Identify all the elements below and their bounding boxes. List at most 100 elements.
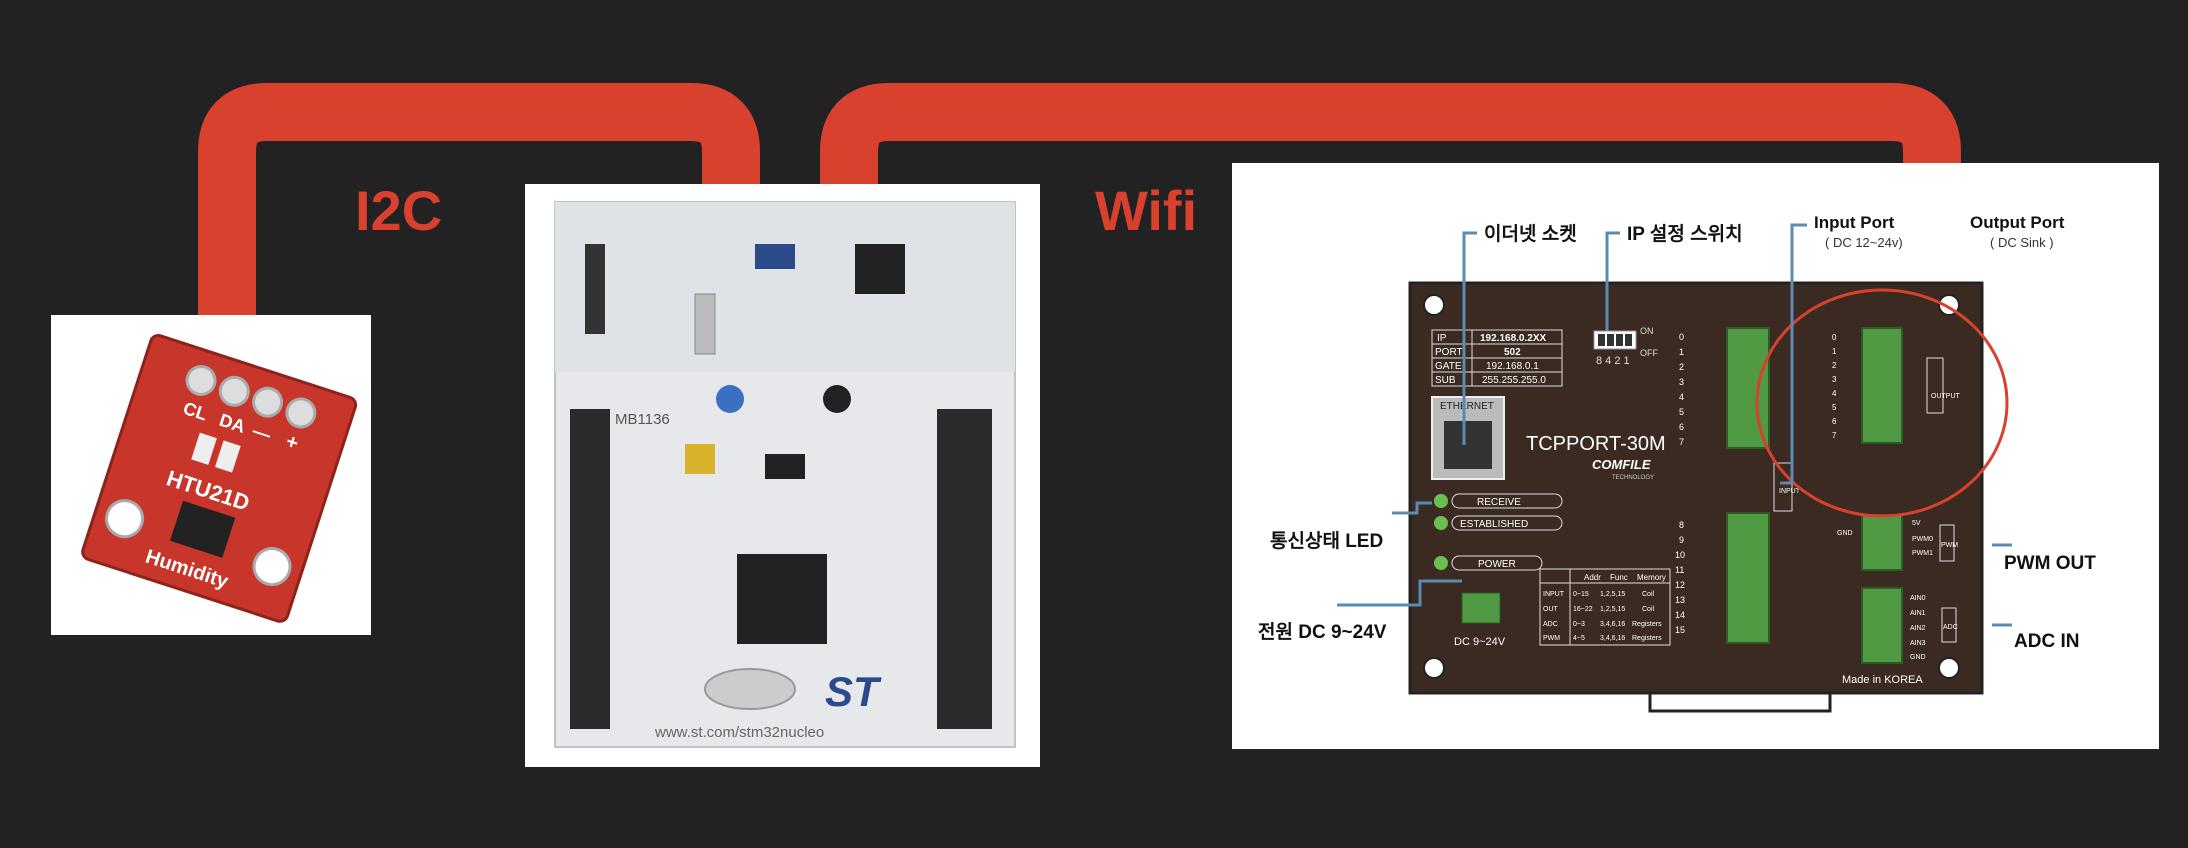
stm32-nucleo-photo: MB1136 www.st.com/stm32nucleo ST xyxy=(525,184,1040,767)
mem-row-2-addr: 0~3 xyxy=(1573,621,1585,628)
wifi-arrow xyxy=(820,83,1961,282)
adc-pin-ain0: AIN0 xyxy=(1910,595,1926,602)
board-id-label: MB1136 xyxy=(615,411,670,428)
input-pin-11: 11 xyxy=(1675,565,1684,575)
adc-pin-ain3: AIN3 xyxy=(1910,640,1926,647)
input-pin-6: 6 xyxy=(1679,422,1684,432)
input-pin-8: 8 xyxy=(1679,520,1684,530)
pwm-pin-gnd: GND xyxy=(1837,530,1853,537)
net-value-sub: 255.255.255.0 xyxy=(1482,375,1546,386)
sensor-board: CL DA — + HTU21D Humidity xyxy=(81,334,358,623)
callout-output-port-sub: ( DC Sink ) xyxy=(1990,235,2054,250)
callout-ip-switch: IP 설정 스위치 xyxy=(1627,223,1743,245)
input-pin-3: 3 xyxy=(1679,377,1684,387)
dip-numbers: 8 4 2 1 xyxy=(1596,355,1630,367)
callout-adc-in: ADC IN xyxy=(2014,631,2079,652)
nucleo-board: MB1136 www.st.com/stm32nucleo ST xyxy=(554,201,1016,748)
callout-lines xyxy=(1337,223,2012,627)
tcpport-30m-photo: IP 192.168.0.2XX PORT 502 GATE 192.168.0… xyxy=(1232,163,2159,749)
net-key-ip: IP xyxy=(1437,333,1447,344)
mem-row-0-addr: 0~15 xyxy=(1573,591,1589,598)
callout-input-port-sub: ( DC 12~24v) xyxy=(1825,235,1903,250)
output-pin-4: 4 xyxy=(1832,389,1837,398)
mem-row-0-memory: Coil xyxy=(1642,591,1655,598)
callout-power: 전원 DC 9~24V xyxy=(1258,621,1387,643)
input-pin-2: 2 xyxy=(1679,362,1684,372)
mem-row-1-name: OUT xyxy=(1543,606,1559,613)
mem-row-2-name: ADC xyxy=(1543,621,1558,628)
output-pin-3: 3 xyxy=(1832,375,1837,384)
model-label: TCPPORT-30M xyxy=(1526,433,1666,455)
brand-sub-label: TECHNOLOGY xyxy=(1612,475,1654,481)
output-pin-0: 0 xyxy=(1832,333,1837,342)
pin-gnd-label: — xyxy=(250,421,273,446)
adc-tag: ADC xyxy=(1943,624,1958,631)
output-pin-2: 2 xyxy=(1832,361,1837,370)
ethernet-port-label: ETHERNET xyxy=(1440,401,1494,412)
dc-label: DC 9~24V xyxy=(1454,636,1506,648)
mem-row-0-func: 1,2,5,15 xyxy=(1600,591,1625,598)
input-pin-9: 9 xyxy=(1679,535,1684,545)
wifi-label: Wifi xyxy=(1095,179,1198,242)
input-tag: INPUT xyxy=(1779,488,1801,495)
callout-output-port: Output Port xyxy=(1970,213,2065,232)
mem-row-3-addr: 4~5 xyxy=(1573,635,1585,642)
output-pin-6: 6 xyxy=(1832,417,1837,426)
adc-pin-gnd: GND xyxy=(1910,654,1926,661)
led-established-label: ESTABLISHED xyxy=(1460,519,1528,530)
pwm-pin-pwm0: PWM0 xyxy=(1912,536,1933,543)
led-power-label: POWER xyxy=(1478,559,1516,570)
i2c-label: I2C xyxy=(355,179,443,242)
callout-comm-led: 통신상태 LED xyxy=(1270,530,1383,552)
pwm-pin-5v: 5V xyxy=(1912,520,1921,527)
net-key-sub: SUB xyxy=(1435,375,1456,386)
led-receive-label: RECEIVE xyxy=(1477,497,1521,508)
input-pin-10: 10 xyxy=(1675,550,1685,560)
mem-row-3-func: 3,4,6,16 xyxy=(1600,635,1625,642)
mem-row-2-func: 3,4,6,16 xyxy=(1600,621,1625,628)
mem-header-func: Func xyxy=(1610,573,1628,582)
output-tag: OUTPUT xyxy=(1931,393,1961,400)
input-pin-15: 15 xyxy=(1675,625,1685,635)
input-pin-5: 5 xyxy=(1679,407,1684,417)
net-value-gate: 192.168.0.1 xyxy=(1486,361,1539,372)
mem-row-3-name: PWM xyxy=(1543,635,1560,642)
input-pin-13: 13 xyxy=(1675,595,1685,605)
net-key-gate: GATE xyxy=(1435,361,1462,372)
nucleo-url: www.st.com/stm32nucleo xyxy=(654,724,824,741)
output-pin-1: 1 xyxy=(1832,347,1837,356)
input-pin-12: 12 xyxy=(1675,580,1685,590)
net-key-port: PORT xyxy=(1435,347,1463,358)
net-value-ip: 192.168.0.2XX xyxy=(1480,333,1546,344)
dip-off-label: OFF xyxy=(1640,348,1658,358)
pwm-pin-pwm1: PWM1 xyxy=(1912,550,1933,557)
dip-on-label: ON xyxy=(1640,326,1654,336)
output-highlight-circle xyxy=(1755,288,2009,518)
pwm-tag: PWM xyxy=(1941,542,1958,549)
input-pin-4: 4 xyxy=(1679,392,1684,402)
i2c-arrow xyxy=(198,83,760,330)
callout-pwm-out: PWM OUT xyxy=(2004,553,2096,574)
mem-header-addr: Addr xyxy=(1584,573,1601,582)
callout-ethernet-socket: 이더넷 소켓 xyxy=(1484,223,1577,245)
mem-row-2-memory: Registers xyxy=(1632,621,1662,628)
adc-pin-ain1: AIN1 xyxy=(1910,610,1926,617)
brand-label: COMFILE xyxy=(1592,457,1651,472)
output-pin-5: 5 xyxy=(1832,403,1837,412)
callout-input-port: Input Port xyxy=(1814,213,1895,232)
output-pin-7: 7 xyxy=(1832,431,1837,440)
st-logo: ST xyxy=(825,668,882,715)
input-pin-14: 14 xyxy=(1675,610,1685,620)
mem-row-3-memory: Registers xyxy=(1632,635,1662,642)
tcpport-module: IP 192.168.0.2XX PORT 502 GATE 192.168.0… xyxy=(1258,213,2096,713)
input-pin-0: 0 xyxy=(1679,332,1684,342)
input-pin-1: 1 xyxy=(1679,347,1684,357)
made-in-label: Made in KOREA xyxy=(1842,674,1923,686)
net-value-port: 502 xyxy=(1504,347,1521,358)
input-pin-7: 7 xyxy=(1679,437,1684,447)
mem-row-1-memory: Coil xyxy=(1642,606,1655,613)
mem-header-memory: Memory xyxy=(1637,573,1666,582)
mem-row-1-addr: 16~22 xyxy=(1573,606,1593,613)
mem-row-1-func: 1,2,5,15 xyxy=(1600,606,1625,613)
